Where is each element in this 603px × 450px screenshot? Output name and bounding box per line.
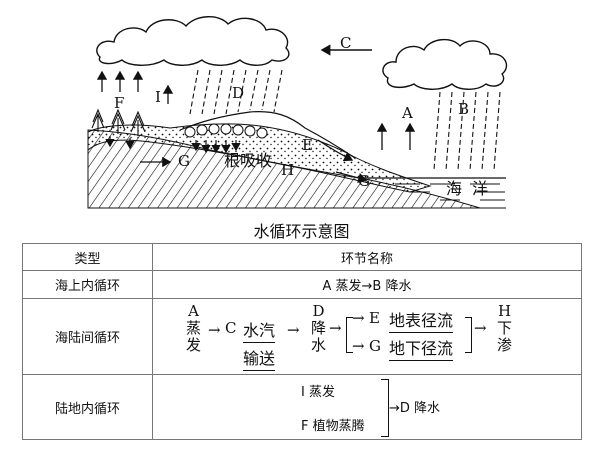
d-rain [189,69,283,115]
b-rain [433,91,501,171]
arrow-a-c: → [208,321,221,339]
label-b: B [458,100,469,118]
arrow-d-branch: → [329,319,342,337]
row-type-land: 陆地内循环 [22,374,153,440]
forest-arrows [105,136,135,150]
stage-d-word2: 水 [311,336,327,354]
stage-i-text: I 蒸发 [301,385,335,400]
label-ocean: 海 洋 [446,179,488,198]
stage-a: A 蒸 发 [186,303,201,354]
label-g-left: G [178,152,190,170]
arrow-branch-h: → [474,319,487,337]
table-row: 海陆间循环 A 蒸 发 → C 水汽 输送 → D 降 水 → [22,298,582,375]
g-arrow-right [335,171,368,184]
stage-f-text: F 植物蒸腾 [301,419,365,434]
arrow-branch-g: → [352,337,365,355]
stage-e-letter: E [369,309,380,327]
row-type-sea-land: 海陆间循环 [22,298,153,375]
branch-bracket-right [465,317,472,353]
e-arrow [317,139,354,162]
a-arrows [376,122,416,150]
label-g-right: G [358,172,370,190]
stage-g-word: 地下径流 [389,335,454,361]
branch-bracket-left [346,317,353,353]
stage-h-word2: 渗 [497,336,513,354]
stage-h: H 下 渗 [497,303,512,354]
stage-d: D 降 水 [311,303,326,354]
row-content-land: I 蒸发 F 植物蒸腾 →D 降水 [152,374,582,440]
table-header-row: 类型 环节名称 [22,243,582,271]
row-type-ocean: 海上内循环 [22,270,153,299]
stage-c-word2: 输送 [243,345,276,371]
stage-c-letter: C [225,319,237,337]
stage-a-word1: 蒸 [186,319,202,337]
hill-outline [179,111,356,159]
left-cloud [96,16,290,66]
label-c: C [340,34,351,52]
stage-e-word: 地表径流 [389,307,454,333]
label-e: E [302,136,313,154]
right-cloud [382,39,508,90]
row-content-ocean: A 蒸发→B 降水 [152,270,582,299]
stage-d-text: →D 降水 [389,401,441,416]
stage-a-word2: 发 [186,336,202,354]
stage-d-letter: D [312,302,325,320]
arrow-c-d: → [287,321,300,339]
row-content-sea-land: A 蒸 发 → C 水汽 输送 → D 降 水 → → → E [152,298,582,375]
table-row: 海上内循环 A 蒸发→B 降水 [22,270,582,299]
land-bracket [381,379,389,437]
stage-h-letter: H [497,302,512,320]
stage-g-letter: G [369,337,381,355]
table-row: 陆地内循环 I 蒸发 F 植物蒸腾 →D 降水 [22,374,582,440]
label-root: 根吸收 [224,151,272,170]
label-i: I [155,88,161,106]
header-type: 类型 [22,243,153,271]
stage-a-letter: A [188,302,199,320]
stage-c-word1: 水汽 [243,317,276,343]
root-arrows [191,140,241,154]
label-f: F [114,94,124,112]
label-d: D [232,84,244,102]
arrow-branch-e: → [352,309,365,327]
label-a: A [401,104,413,122]
ocean-waves [395,183,505,201]
stage-d-word1: 降 [311,319,327,337]
cycle-table: 类型 环节名称 海上内循环 A 蒸发→B 降水 海陆间循环 A 蒸 发 → C … [22,243,582,440]
header-stages: 环节名称 [152,243,582,271]
stage-h-word1: 下 [497,319,513,337]
label-h: H [281,161,294,179]
conifer-trees [91,108,146,136]
f-arrows [96,70,144,92]
diagram-caption: 水循环示意图 [253,222,350,241]
water-cycle-diagram: C F I D A B E G H G 根吸收 海 洋 [87,16,508,209]
deciduous-trees [184,123,268,139]
